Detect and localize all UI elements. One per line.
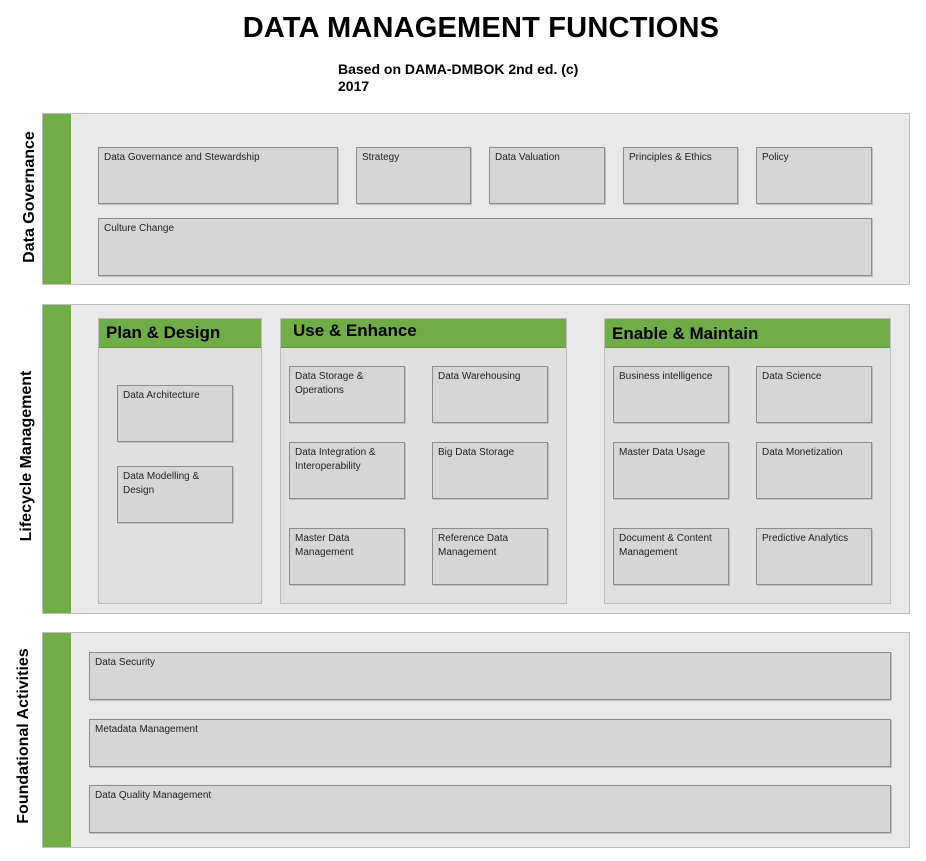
box-data-valuation: Data Valuation (489, 147, 605, 204)
box-data-integration-interoperability: Data Integration & Interoperability (289, 442, 405, 499)
page-subtitle: Based on DAMA-DMBOK 2nd ed. (c) 2017 (338, 61, 618, 95)
section-label-foundational: Foundational Activities (15, 648, 32, 824)
box-data-monetization: Data Monetization (756, 442, 872, 499)
subtitle-line-2: 2017 (338, 78, 370, 94)
box-data-storage-operations: Data Storage & Operations (289, 366, 405, 423)
box-metadata-management: Metadata Management (89, 719, 891, 767)
box-predictive-analytics: Predictive Analytics (756, 528, 872, 585)
box-strategy: Strategy (356, 147, 471, 204)
box-master-data-usage: Master Data Usage (613, 442, 729, 499)
box-data-modelling-design: Data Modelling & Design (117, 466, 233, 523)
box-data-architecture: Data Architecture (117, 385, 233, 442)
page-title: DATA MANAGEMENT FUNCTIONS (242, 12, 720, 44)
box-data-quality-management: Data Quality Management (89, 785, 891, 833)
subtitle-line-1: Based on DAMA-DMBOK 2nd ed. (c) (338, 61, 579, 77)
governance-accent-bar (43, 114, 71, 284)
lifecycle-accent-bar (43, 305, 71, 613)
box-data-security: Data Security (89, 652, 891, 700)
group-plan-design: Plan & Design (98, 318, 262, 604)
box-policy: Policy (756, 147, 872, 204)
box-data-science: Data Science (756, 366, 872, 423)
box-business-intelligence: Business intelligence (613, 366, 729, 423)
group-title-enable-maintain: Enable & Maintain (605, 319, 890, 348)
box-culture-change: Culture Change (98, 218, 872, 276)
group-title-use-enhance: Use & Enhance (281, 319, 566, 348)
group-title-plan-design: Plan & Design (99, 319, 261, 348)
box-principles-ethics: Principles & Ethics (623, 147, 738, 204)
section-label-governance: Data Governance (21, 131, 38, 263)
box-big-data-storage: Big Data Storage (432, 442, 548, 499)
box-data-governance-stewardship: Data Governance and Stewardship (98, 147, 338, 204)
box-document-content-management: Document & Content Management (613, 528, 729, 585)
box-data-warehousing: Data Warehousing (432, 366, 548, 423)
foundational-accent-bar (43, 633, 71, 847)
section-label-lifecycle: Lifecycle Management (18, 370, 35, 542)
box-master-data-management: Master Data Management (289, 528, 405, 585)
box-reference-data-management: Reference Data Management (432, 528, 548, 585)
